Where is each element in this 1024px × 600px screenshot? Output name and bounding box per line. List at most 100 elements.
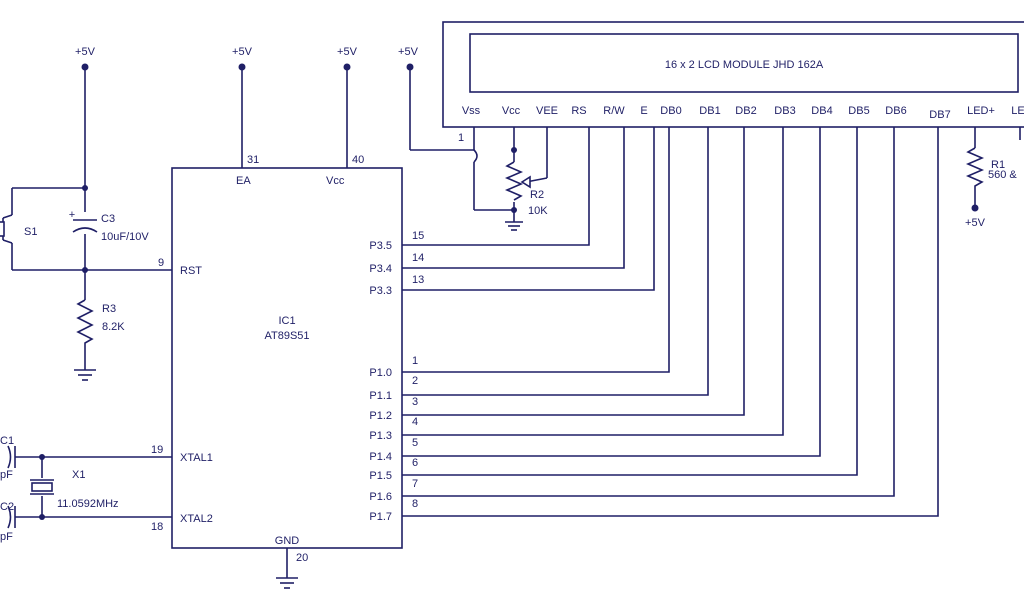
ic-pin-rst-number: 9 bbox=[158, 257, 164, 269]
contrast-network: 1 R2 10K bbox=[458, 127, 548, 231]
capacitor-c3-polarity: + bbox=[69, 209, 75, 221]
ic-pin-gnd-number: 20 bbox=[296, 552, 308, 564]
wire-p1-6-to-db6 bbox=[402, 127, 895, 497]
wire-p1-4-to-db4 bbox=[402, 127, 821, 457]
ic-pin-xtal1-name: XTAL1 bbox=[180, 452, 213, 464]
supply-label-vcc: +5V bbox=[337, 46, 358, 58]
wire-p1-7-to-db7 bbox=[402, 127, 939, 517]
potentiometer-wiper-arrow bbox=[520, 175, 531, 189]
ic-pin-p1-1-name: P1.1 bbox=[369, 390, 392, 402]
supply-label-ea: +5V bbox=[232, 46, 253, 58]
ic-pin-gnd-name: GND bbox=[275, 535, 300, 547]
supply-label-lcd: +5V bbox=[398, 46, 419, 58]
ic-pin-p1-0-number: 1 bbox=[412, 355, 418, 367]
ic-pin-rst-name: RST bbox=[180, 265, 202, 277]
resistor-r3-value: 8.2K bbox=[102, 321, 125, 333]
ic-pin-ea-number: 31 bbox=[247, 154, 259, 166]
ic-right-pin-labels: P3.515P3.414P3.313P1.01P1.12P1.23P1.34P1… bbox=[369, 230, 424, 523]
capacitor-c1-ref: C1 bbox=[0, 435, 14, 447]
crystal-x1-ref: X1 bbox=[72, 469, 85, 481]
ic-pin-p3-4-name: P3.4 bbox=[369, 263, 392, 275]
resistor-r1-value: 560 & bbox=[988, 169, 1017, 181]
capacitor-c2-ref: C2 bbox=[0, 501, 14, 513]
ic-pin-p3-3-number: 13 bbox=[412, 274, 424, 286]
wire-p1-3-to-db3 bbox=[402, 127, 784, 436]
ic-part-number: AT89S51 bbox=[264, 330, 309, 342]
ic-pin-p1-0-name: P1.0 bbox=[369, 367, 392, 379]
wire-p3-4-to-r-w bbox=[402, 127, 625, 269]
ic-pin-vcc-number: 40 bbox=[352, 154, 364, 166]
lcd-pin-db1: DB1 bbox=[699, 105, 720, 117]
lcd-pin-db2: DB2 bbox=[735, 105, 756, 117]
capacitor-c3-plate-bottom bbox=[72, 227, 98, 233]
ic-pin-xtal2-number: 18 bbox=[151, 521, 163, 533]
lcd-display-window bbox=[469, 33, 1019, 93]
ic-pin-p1-1-number: 2 bbox=[412, 375, 418, 387]
ic-designator: IC1 bbox=[278, 315, 295, 327]
reset-network: S1 + C3 10uF/10V R3 8.2K bbox=[0, 185, 172, 381]
lcd-pin-db4: DB4 bbox=[811, 105, 832, 117]
switch-s1-symbol bbox=[0, 221, 5, 237]
lcd-pin-db0: DB0 bbox=[660, 105, 681, 117]
ic-pin-p1-6-number: 7 bbox=[412, 478, 418, 490]
capacitor-c1-value: pF bbox=[0, 469, 13, 481]
wire-p1-2-to-db2 bbox=[402, 127, 745, 416]
ic-pin-ea-name: EA bbox=[236, 175, 251, 187]
wire-p1-5-to-db5 bbox=[402, 127, 858, 476]
resistor-r3-symbol bbox=[76, 299, 94, 346]
ic-pin-p1-5-name: P1.5 bbox=[369, 470, 392, 482]
lcd-pin-db3: DB3 bbox=[774, 105, 795, 117]
lcd-pin-vee: VEE bbox=[536, 105, 558, 117]
capacitor-c3-ref: C3 bbox=[101, 213, 115, 225]
lcd-title: 16 x 2 LCD MODULE JHD 162A bbox=[665, 59, 824, 71]
lcd-pin-db7: DB7 bbox=[929, 109, 950, 121]
ic-pin-p3-5-name: P3.5 bbox=[369, 240, 392, 252]
ic-pin-p1-6-name: P1.6 bbox=[369, 491, 392, 503]
ic-pin-p3-5-number: 15 bbox=[412, 230, 424, 242]
resistor-r1-symbol bbox=[965, 147, 985, 190]
ic-pin-p3-4-number: 14 bbox=[412, 252, 424, 264]
supply-rails: +5V +5V +5V +5V bbox=[75, 46, 474, 370]
ic-body bbox=[171, 167, 403, 549]
ic-pin-vcc-name: Vcc bbox=[326, 175, 345, 187]
resistor-r3-ref: R3 bbox=[102, 303, 116, 315]
lcd-pin-e: E bbox=[640, 105, 647, 117]
ic-pin-xtal2-name: XTAL2 bbox=[180, 513, 213, 525]
ic-pin-p3-3-name: P3.3 bbox=[369, 285, 392, 297]
resistor-r2-symbol bbox=[504, 161, 524, 201]
lcd-pin1-number: 1 bbox=[458, 132, 464, 144]
lcd-pin-vcc: Vcc bbox=[502, 105, 521, 117]
oscillator-network: C1 pF C2 pF X1 11.0592MHz bbox=[0, 435, 172, 543]
ic-pin-p1-3-name: P1.3 bbox=[369, 430, 392, 442]
ic-pin-p1-2-name: P1.2 bbox=[369, 410, 392, 422]
crystal-x1-symbol bbox=[31, 482, 53, 492]
ic-pin-p1-7-number: 8 bbox=[412, 498, 418, 510]
ic-pin-p1-5-number: 6 bbox=[412, 457, 418, 469]
ic-pin-xtal1-number: 19 bbox=[151, 444, 163, 456]
ic-pin-p1-3-number: 4 bbox=[412, 416, 418, 428]
backlight-network: R1 560 & +5V bbox=[965, 127, 1021, 229]
capacitor-c3-value: 10uF/10V bbox=[101, 231, 149, 243]
capacitor-c2-value: pF bbox=[0, 531, 13, 543]
lcd-pin-db5: DB5 bbox=[848, 105, 869, 117]
lcd-pin-led: LED+ bbox=[967, 105, 995, 117]
lcd-pin-r-w: R/W bbox=[603, 105, 625, 117]
wire-p3-3-to-e bbox=[402, 127, 655, 291]
wire-p3-5-to-rs bbox=[402, 127, 590, 246]
ic-pin-p1-7-name: P1.7 bbox=[369, 511, 392, 523]
ic-pin-p1-4-number: 5 bbox=[412, 437, 418, 449]
crystal-x1-value: 11.0592MHz bbox=[57, 498, 119, 510]
lcd-pin-db6: DB6 bbox=[885, 105, 906, 117]
switch-s1-label: S1 bbox=[24, 226, 37, 238]
ic-pin-p1-4-name: P1.4 bbox=[369, 451, 392, 463]
supply-label-backlight: +5V bbox=[965, 217, 986, 229]
resistor-r2-value: 10K bbox=[528, 205, 548, 217]
lcd-pin-rs: RS bbox=[571, 105, 586, 117]
wire-p1-1-to-db1 bbox=[402, 127, 709, 396]
lcd-pin-le: LE bbox=[1011, 105, 1024, 117]
data-bus-wires bbox=[402, 127, 939, 517]
resistor-r2-ref: R2 bbox=[530, 189, 544, 201]
supply-label-c3: +5V bbox=[75, 46, 96, 58]
